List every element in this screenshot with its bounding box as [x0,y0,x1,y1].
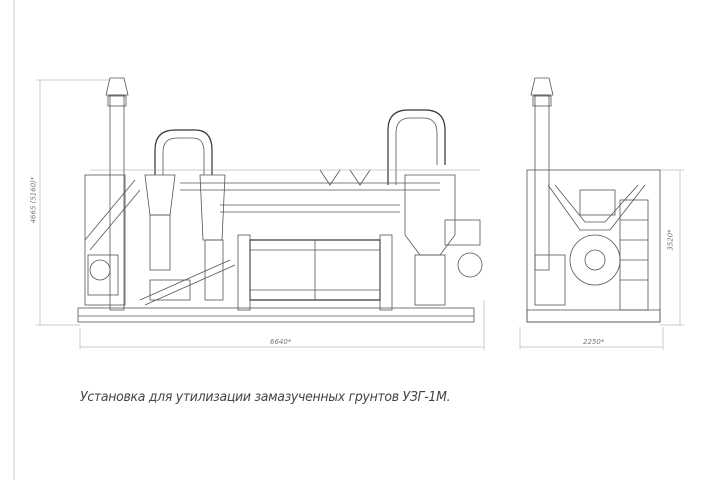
side-view [519,77,684,350]
drawing-caption: Установка для утилизации замазученных гр… [80,388,451,405]
front-view [36,77,485,350]
side-height-dimension: 3520* [666,229,675,251]
front-length-dimension: 6640* [270,338,292,346]
front-height-dimension: 4665 (5160)* [29,176,38,224]
side-width-dimension: 2250* [583,338,605,346]
